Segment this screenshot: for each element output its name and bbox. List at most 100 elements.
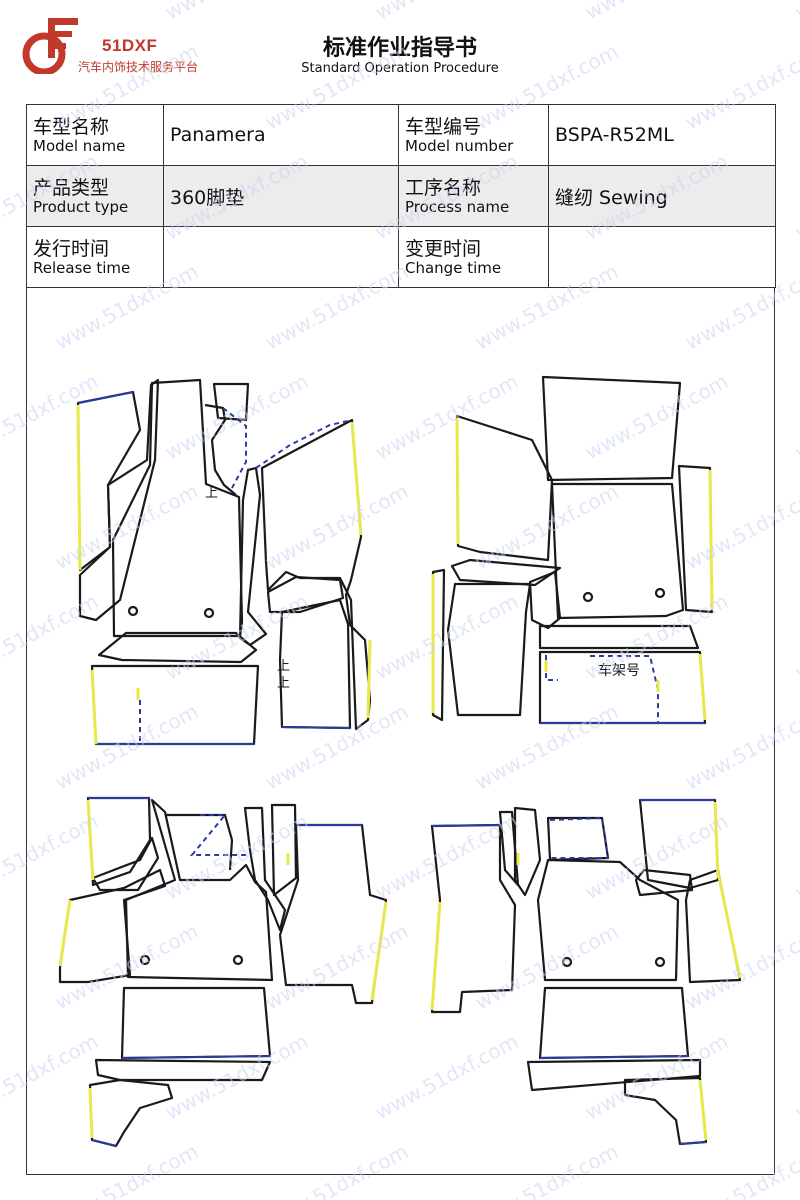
- yellow-edge: [58, 899, 72, 967]
- pattern-drawing-area: [26, 288, 775, 1175]
- pattern-piece: [538, 986, 690, 1060]
- label-en: Model number: [405, 136, 514, 155]
- yellow-edge: [698, 653, 707, 721]
- blue-edges: [77, 391, 715, 1147]
- process-name-value: 缝纫 Sewing: [548, 165, 776, 227]
- mounting-hole: [203, 607, 215, 619]
- yellow-edge: [88, 1087, 94, 1139]
- pattern-piece: [498, 810, 520, 887]
- label-en: Model name: [33, 136, 126, 155]
- product-type-label: 产品类型 Product type: [26, 165, 164, 227]
- mounting-hole: [139, 954, 151, 966]
- mounting-hole: [654, 956, 666, 968]
- change-time-label: 变更时间 Change time: [398, 226, 549, 288]
- pattern-piece: [88, 1078, 174, 1148]
- model-number-label: 车型编号 Model number: [398, 104, 549, 166]
- label-cn: 车型名称: [33, 115, 110, 138]
- frame-number-label: 车架号: [598, 662, 640, 679]
- up-mark-label: 上: [277, 676, 290, 691]
- info-row-time: 发行时间 Release time 变更时间 Change time: [26, 226, 776, 288]
- dashed-line: [549, 816, 610, 859]
- pattern-piece: [278, 598, 352, 730]
- pattern-piece: [455, 414, 554, 562]
- yellow-edges: [58, 404, 742, 1141]
- yellow-edge: [90, 669, 98, 745]
- pattern-piece: [623, 1076, 708, 1146]
- pattern-piece: [86, 796, 152, 887]
- pattern-piece: [526, 1058, 702, 1092]
- label-cn: 产品类型: [33, 176, 110, 199]
- yellow-edge: [350, 421, 363, 536]
- yellow-edge: [713, 801, 720, 879]
- pattern-piece: [238, 466, 268, 647]
- yellow-edge: [716, 871, 742, 979]
- label-en: Change time: [405, 258, 502, 277]
- release-time-value: [163, 226, 399, 288]
- release-time-label: 发行时间 Release time: [26, 226, 164, 288]
- up-mark-label: 上: [205, 486, 218, 501]
- brand-subtitle: 汽车内饰技术服务平台: [78, 60, 199, 74]
- blue-edge: [539, 1055, 689, 1059]
- label-en: Release time: [33, 258, 131, 277]
- pattern-piece: [541, 375, 682, 482]
- pattern-piece: [58, 868, 167, 984]
- pattern-piece: [91, 836, 160, 892]
- pattern-piece: [78, 378, 160, 622]
- pattern-piece: [266, 575, 345, 614]
- pattern-piece: [546, 816, 610, 862]
- mounting-hole: [582, 591, 594, 603]
- pattern-piece: [446, 582, 532, 717]
- pattern-piece: [431, 568, 446, 722]
- mounting-hole: [232, 954, 244, 966]
- pattern-piece: [536, 858, 680, 982]
- dashed-lines: [139, 407, 659, 859]
- pattern-piece: [243, 806, 287, 932]
- pattern-piece: [538, 624, 700, 650]
- yellow-edge: [370, 901, 388, 1001]
- brand-name: 51DXF: [102, 36, 158, 55]
- pattern-piece: [165, 813, 234, 871]
- dashed-line: [189, 814, 250, 856]
- dashed-line: [590, 655, 659, 722]
- blue-edge: [121, 1055, 271, 1059]
- pattern-piece: [260, 418, 372, 731]
- model-number-value: BSPA-R52ML: [548, 104, 776, 166]
- yellow-edge: [708, 469, 714, 611]
- yellow-edge: [366, 639, 372, 719]
- mounting-hole: [127, 605, 139, 617]
- pattern-piece: [513, 806, 542, 897]
- label-en: Product type: [33, 197, 129, 216]
- pattern-piece: [124, 798, 274, 982]
- brand-logo: 51DXF 汽车内饰技术服务平台: [22, 14, 232, 78]
- pattern-piece: [684, 868, 742, 984]
- pattern-piece: [528, 570, 562, 630]
- blue-edge: [679, 1141, 707, 1145]
- label-en: Process name: [405, 197, 510, 216]
- info-row-model: 车型名称 Model name Panamera 车型编号 Model numb…: [26, 104, 776, 166]
- dashed-line: [222, 407, 247, 489]
- blue-edge: [281, 726, 351, 729]
- yellow-edge: [455, 417, 460, 545]
- blue-edge: [91, 1139, 117, 1147]
- document-title: 标准作业指导书: [322, 36, 477, 61]
- pattern-piece: [270, 803, 298, 897]
- pattern-piece: [90, 664, 260, 746]
- dashed-line: [545, 655, 558, 681]
- label-cn: 工序名称: [405, 176, 482, 199]
- pattern-piece: [94, 1058, 272, 1082]
- change-time-value: [548, 226, 776, 288]
- label-cn: 变更时间: [405, 237, 482, 260]
- up-mark-label: 上: [277, 659, 290, 674]
- pattern-piece: [97, 631, 258, 664]
- info-table: 车型名称 Model name Panamera 车型编号 Model numb…: [26, 104, 776, 288]
- pattern-piece: [677, 464, 714, 614]
- yellow-edge: [86, 799, 95, 881]
- pattern-outlines: [58, 375, 742, 1148]
- label-cn: 车型编号: [405, 115, 482, 138]
- 51dxf-logo-icon: [22, 18, 78, 74]
- pattern-piece: [120, 986, 272, 1060]
- pattern-piece: [450, 558, 562, 587]
- pattern-piece: [278, 823, 388, 1005]
- info-row-product: 产品类型 Product type 360脚垫 工序名称 Process nam…: [26, 165, 776, 227]
